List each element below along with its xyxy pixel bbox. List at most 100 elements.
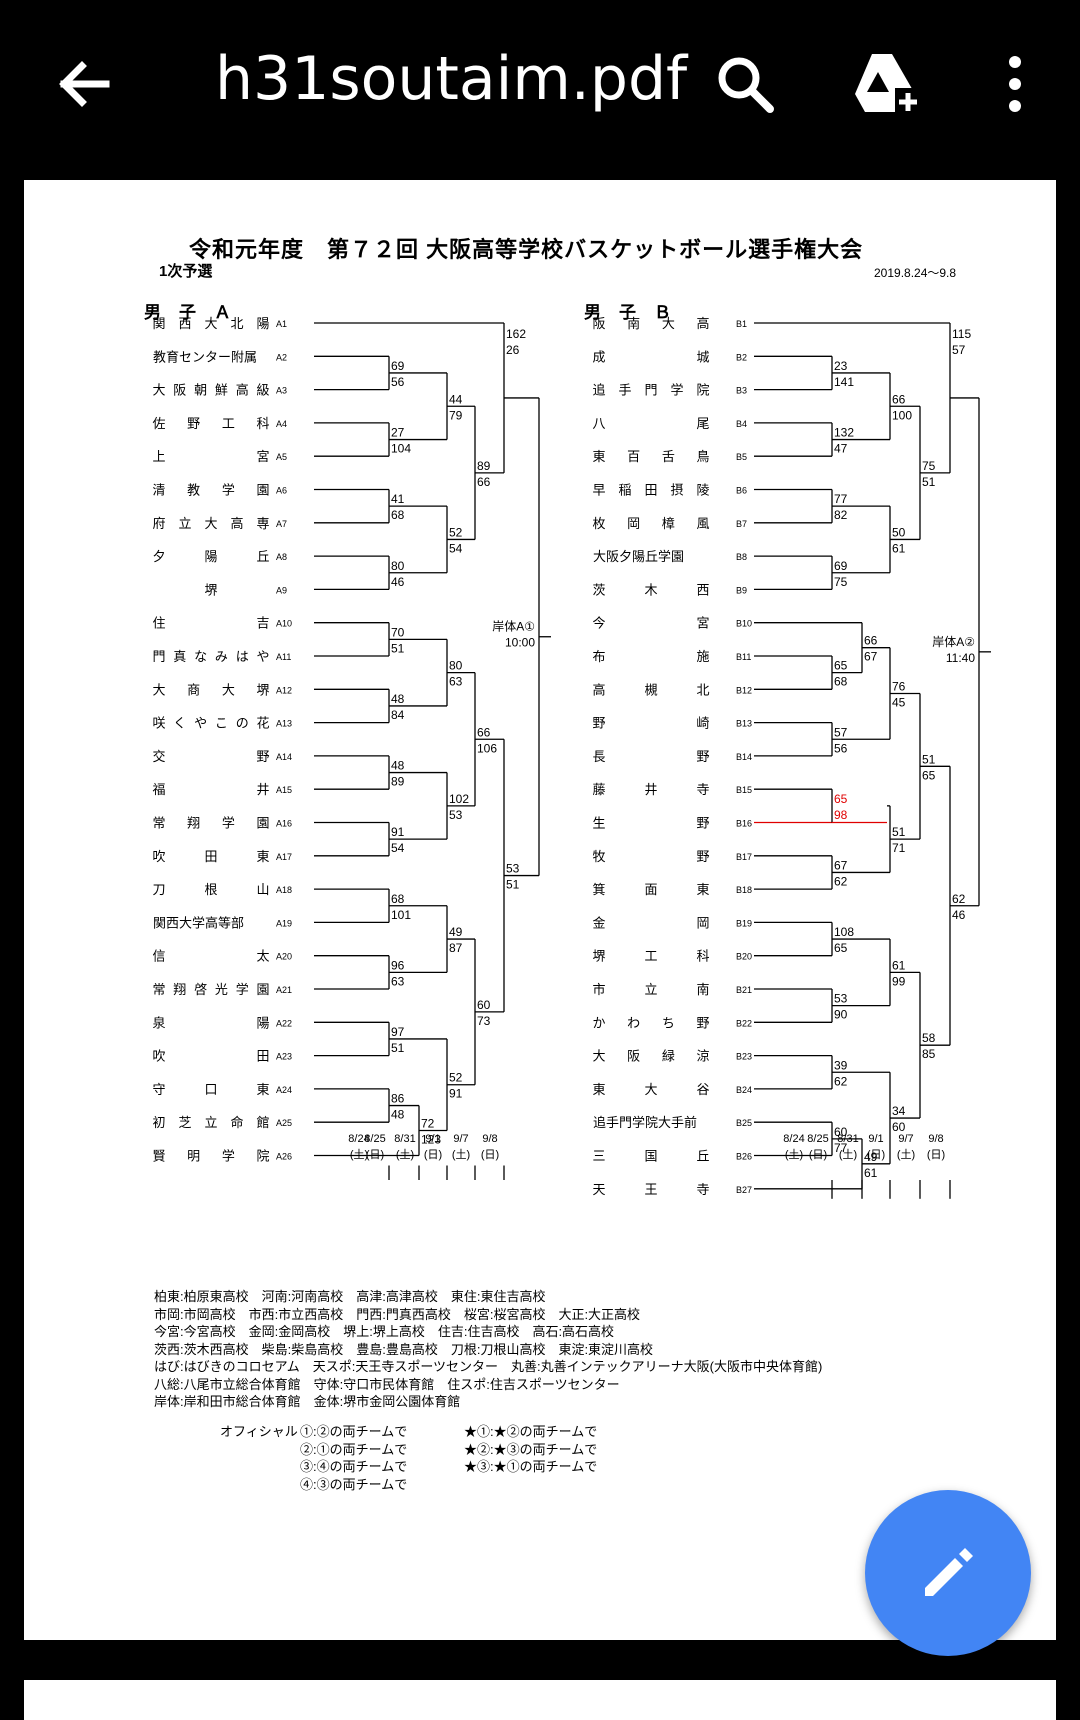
team-code: A12 <box>276 685 292 695</box>
team-name-char: 福 <box>152 782 165 797</box>
team-name-char: 井 <box>644 782 657 797</box>
score: 91 <box>391 825 405 839</box>
score: 101 <box>391 908 411 922</box>
team-name-char: 鮮 <box>215 383 228 398</box>
team-name-char: 藤 <box>592 782 605 797</box>
team-name-char: 岡 <box>627 516 640 531</box>
date-label: 8/25 <box>364 1133 385 1145</box>
weekday-label: (日) <box>481 1149 499 1161</box>
team-name-char: 学 <box>222 1149 235 1164</box>
team-name-char: 命 <box>230 1115 243 1130</box>
team-name-char: 野 <box>187 416 200 431</box>
note-line: 市岡:市岡高校 市西:市立西高校 門西:門真西高校 桜宮:桜宮高校 大正:大正高… <box>154 1306 641 1322</box>
score: 65 <box>922 768 936 782</box>
weekday-label: (土) <box>839 1148 857 1161</box>
score: 49 <box>864 1150 878 1164</box>
score: 48 <box>391 1108 405 1122</box>
venue-label: 岸体A② <box>932 635 975 649</box>
score: 46 <box>391 575 405 589</box>
team-name-char: 東 <box>592 1082 605 1097</box>
team-name-char: 大 <box>644 1082 657 1097</box>
team-name-char: 槻 <box>644 682 657 697</box>
score: 67 <box>864 650 878 664</box>
team-name-char: 国 <box>644 1149 657 1164</box>
team-name-char: 手 <box>618 383 631 398</box>
weekday-label: (土) <box>897 1148 915 1161</box>
back-button[interactable] <box>44 44 124 124</box>
score: 96 <box>391 958 405 972</box>
weekday-label: (土) <box>350 1148 368 1161</box>
score: 54 <box>391 841 405 855</box>
score: 75 <box>834 575 848 589</box>
team-name-char: 院 <box>256 1149 269 1164</box>
team-name-char: 清 <box>152 483 165 498</box>
team-name-char: 緑 <box>662 1049 675 1064</box>
team-name-char: 常 <box>152 816 165 831</box>
team-code: A8 <box>276 552 287 562</box>
pdf-next-page[interactable] <box>24 1680 1056 1720</box>
team-name-char: 学 <box>670 383 683 398</box>
score: 56 <box>391 375 405 389</box>
score: 51 <box>506 878 520 892</box>
team-code: B26 <box>736 1152 752 1162</box>
score: 73 <box>477 1014 491 1028</box>
team-name-char: や <box>194 716 207 731</box>
team-code: B11 <box>736 652 751 662</box>
section-a-title: 男子Ａ <box>144 303 249 322</box>
score: 69 <box>834 559 848 573</box>
team-name-char: 箕 <box>592 882 605 897</box>
score: 63 <box>449 675 463 689</box>
team-name-char: 摂 <box>670 483 683 498</box>
team-name-char: 阪 <box>592 316 605 331</box>
team-name-char: 阪 <box>173 383 186 398</box>
pdf-page[interactable]: 令和元年度 第７２回 大阪高等学校バスケットボール選手権大会 1次予選 2019… <box>24 180 1056 1640</box>
team-name-char: 佐 <box>152 416 165 431</box>
more-options-button[interactable] <box>975 44 1055 124</box>
team-code: B7 <box>736 519 747 529</box>
score: 61 <box>892 958 906 972</box>
score: 80 <box>391 559 405 573</box>
team-name-char: 木 <box>644 582 657 597</box>
team-name-char: 百 <box>627 449 640 464</box>
score: 52 <box>449 525 463 539</box>
section-b-title: 男子Ｂ <box>584 303 689 322</box>
team-name-char: な <box>194 649 207 664</box>
team-code: B12 <box>736 685 752 695</box>
team-name-char: 館 <box>256 1115 269 1130</box>
team-code: A5 <box>276 452 287 462</box>
score: 162 <box>506 327 526 341</box>
team-name: 大阪夕陽丘学園 <box>593 549 684 564</box>
team-name-char: 山 <box>256 882 269 897</box>
team-name-char: 吹 <box>152 1049 165 1064</box>
team-name-char: 信 <box>152 949 165 964</box>
score: 60 <box>892 1120 906 1134</box>
weekday-label: (土) <box>785 1148 803 1161</box>
score: 98 <box>834 808 848 822</box>
search-button[interactable] <box>705 44 785 124</box>
score: 82 <box>834 508 848 522</box>
add-to-drive-button[interactable] <box>845 44 925 124</box>
edit-button[interactable] <box>865 1490 1031 1656</box>
score: 84 <box>391 708 405 722</box>
score: 141 <box>834 375 854 389</box>
team-name-char: 布 <box>592 649 605 664</box>
score: 77 <box>834 1141 848 1155</box>
file-title: h31soutaim.pdf <box>215 44 688 114</box>
team-name-char: 上 <box>152 449 165 464</box>
team-name-char: 稲 <box>618 483 631 498</box>
team-name-char: 金 <box>592 915 605 930</box>
team-code: A23 <box>276 1052 292 1062</box>
team-name-char: 関 <box>152 316 165 331</box>
note-line: 岸体:岸和田市総合体育館 金体:堺市金岡公園体育館 <box>154 1394 461 1409</box>
score: 34 <box>892 1104 906 1118</box>
score: 51 <box>391 1041 405 1055</box>
score: 100 <box>892 408 912 422</box>
team-code: A24 <box>276 1085 292 1095</box>
team-name-char: 田 <box>204 849 217 864</box>
team-code: A6 <box>276 486 287 496</box>
team-name-char: 門 <box>152 649 165 664</box>
team-name-char: や <box>256 649 269 664</box>
score: 102 <box>449 792 469 806</box>
